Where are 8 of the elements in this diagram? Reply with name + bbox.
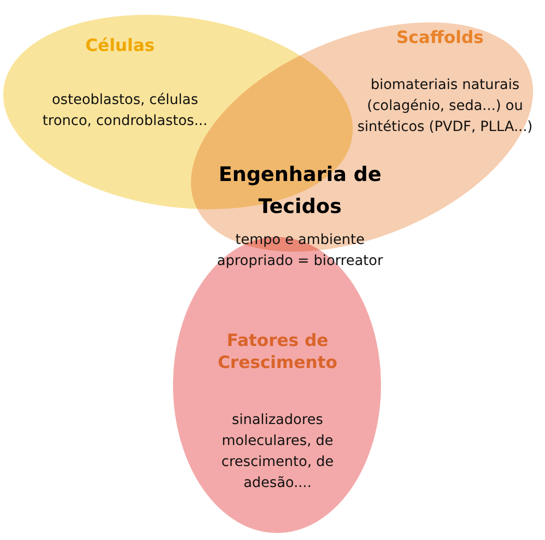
set-title: Scaffolds <box>395 27 485 49</box>
center-title: Engenharia de Tecidos <box>218 161 382 220</box>
set-title: Fatores de Crescimento <box>216 330 338 374</box>
set-description: sinalizadores moleculares, de crescimento, de adesão.... <box>220 411 335 493</box>
set-title: Células <box>84 35 156 57</box>
set-description: osteoblastos, células tronco, condroblastos... <box>42 91 208 131</box>
set-description: biomateriais naturais (colagénio, seda...) ou sintéticos (PVDF, PLLA...) <box>356 76 534 137</box>
center-description: tempo e ambiente apropriado = biorreator <box>216 231 384 271</box>
